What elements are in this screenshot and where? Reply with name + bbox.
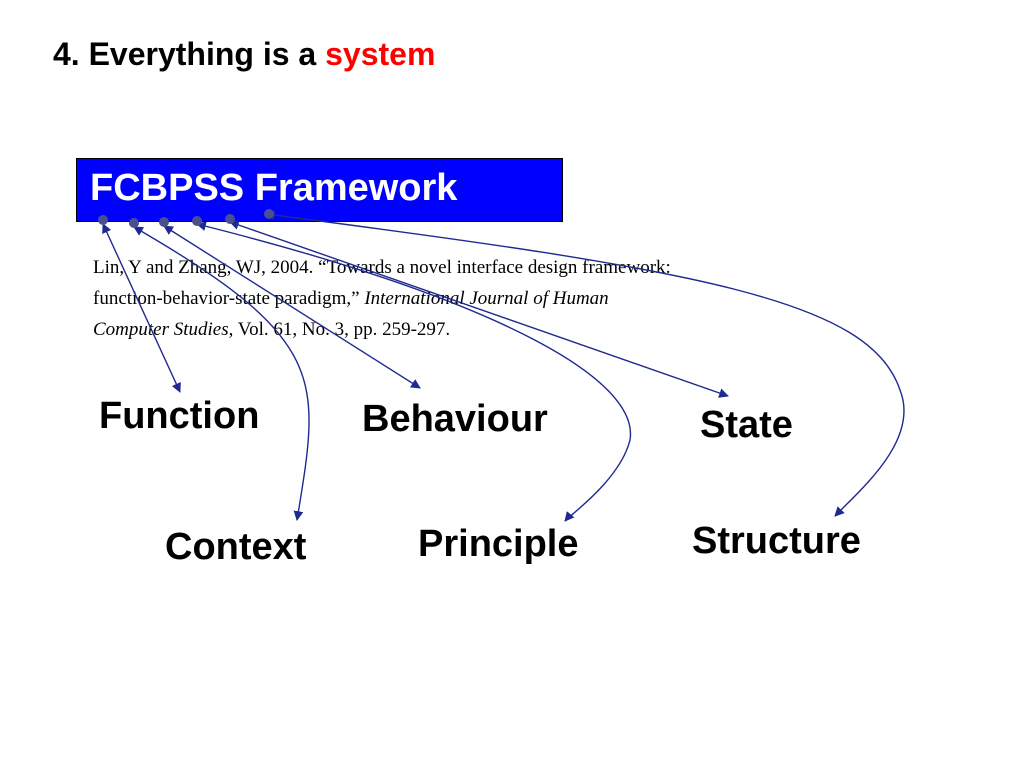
anchor-dot (264, 209, 274, 219)
concept-structure: Structure (692, 520, 861, 562)
concept-principle: Principle (418, 523, 579, 565)
arrow-state (229, 220, 729, 398)
anchor-dot (159, 217, 169, 227)
anchor-dot (98, 215, 108, 225)
arrow-function (102, 223, 181, 393)
arrow-structure (265, 210, 905, 517)
concept-context: Context (165, 526, 307, 568)
title-prefix: 4. Everything is a (53, 36, 326, 72)
arrow-principle (196, 221, 632, 522)
framework-label: FCBPSS Framework (90, 167, 458, 209)
anchor-dot (129, 218, 139, 228)
anchor-dot (225, 214, 235, 224)
arrow-behaviour (163, 225, 421, 389)
slide-title: 4. Everything is a system (53, 36, 435, 73)
title-accent: system (325, 36, 436, 72)
anchor-dot (192, 216, 202, 226)
arrow-context (133, 226, 310, 521)
